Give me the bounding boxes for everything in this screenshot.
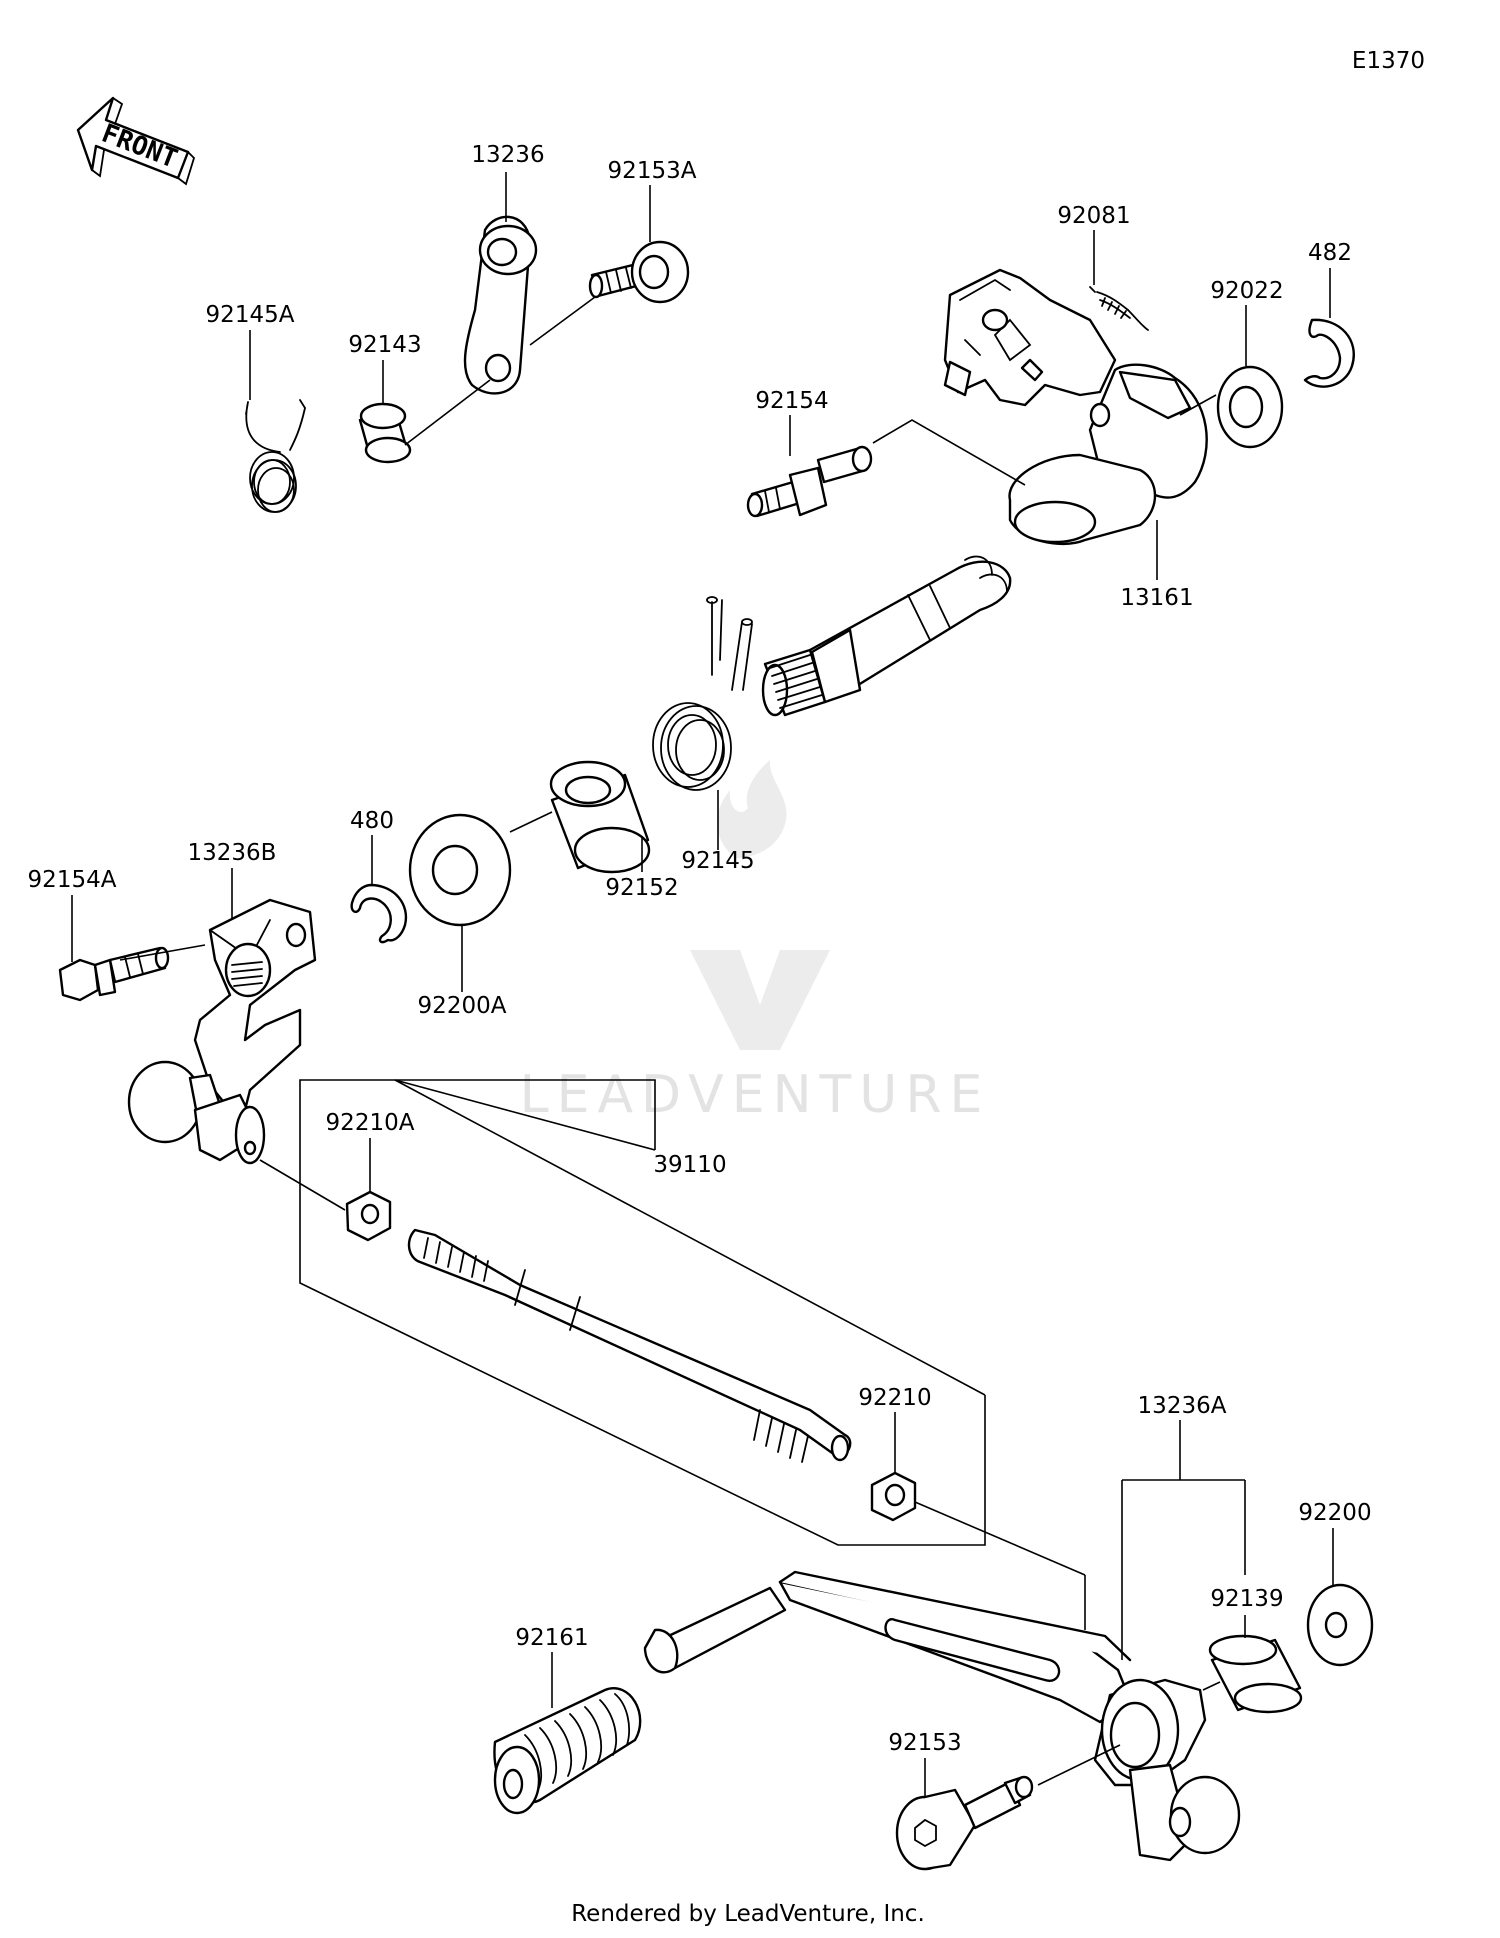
part-labels: 13236 92153A 92145A 92143 92081 482 9202…	[28, 142, 1372, 1756]
part-13236B-arm	[127, 898, 317, 1165]
label-39110[interactable]: 39110	[653, 1152, 726, 1178]
label-13161[interactable]: 13161	[1120, 585, 1193, 611]
label-92081[interactable]: 92081	[1057, 203, 1130, 229]
part-482-clip	[1303, 318, 1355, 388]
part-92152-collar	[549, 760, 651, 874]
part-92210A-nut	[345, 1190, 392, 1242]
part-92145-spring	[652, 596, 753, 791]
label-92145A[interactable]: 92145A	[206, 302, 295, 328]
part-92145A-spring	[245, 399, 306, 513]
footer-credit: Rendered by LeadVenture, Inc.	[571, 1901, 925, 1927]
part-92139-bushing	[1208, 1634, 1303, 1714]
part-13236A-pedal	[643, 1570, 1241, 1862]
label-480[interactable]: 480	[350, 808, 394, 834]
watermark-logo: LEADVENTURE	[520, 760, 991, 1125]
label-92154[interactable]: 92154	[755, 388, 828, 414]
diagram-code: E1370	[1352, 48, 1425, 74]
part-39110-rod	[407, 1228, 852, 1463]
label-13236A[interactable]: 13236A	[1138, 1393, 1227, 1419]
part-92200-washer	[1306, 1583, 1374, 1667]
label-92139[interactable]: 92139	[1210, 1586, 1283, 1612]
part-480-clip	[350, 883, 408, 944]
part-92161-rubber	[493, 1687, 642, 1815]
label-92022[interactable]: 92022	[1210, 278, 1283, 304]
part-92210-nut	[870, 1471, 917, 1522]
label-92200[interactable]: 92200	[1298, 1500, 1371, 1526]
label-13236B[interactable]: 13236B	[188, 840, 277, 866]
label-92210A[interactable]: 92210A	[326, 1110, 415, 1136]
part-92154A-bolt	[58, 946, 170, 1002]
label-92200A[interactable]: 92200A	[418, 993, 507, 1019]
part-92200A-washer	[408, 813, 512, 927]
part-13161-shift-shaft	[761, 268, 1208, 717]
part-92153A-bolt	[588, 240, 690, 304]
label-92153A[interactable]: 92153A	[608, 158, 697, 184]
front-label: FRONT	[97, 119, 181, 175]
label-92152[interactable]: 92152	[605, 875, 678, 901]
front-arrow-icon: FRONT	[76, 96, 196, 186]
label-92153[interactable]: 92153	[888, 1730, 961, 1756]
part-92154-bolt	[746, 445, 873, 518]
part-13236-arm	[463, 215, 538, 395]
label-13236[interactable]: 13236	[471, 142, 544, 168]
label-482[interactable]: 482	[1308, 240, 1352, 266]
label-92143[interactable]: 92143	[348, 332, 421, 358]
label-92145[interactable]: 92145	[681, 848, 754, 874]
part-92153-bolt	[895, 1775, 1034, 1871]
part-92081-spring	[1089, 286, 1149, 331]
label-92161[interactable]: 92161	[515, 1625, 588, 1651]
part-92143-collar	[358, 402, 412, 464]
watermark-text: LEADVENTURE	[520, 1065, 991, 1125]
label-92210[interactable]: 92210	[858, 1385, 931, 1411]
part-92022-washer	[1216, 365, 1284, 449]
label-92154A[interactable]: 92154A	[28, 867, 117, 893]
leader-lines	[71, 172, 1334, 1797]
